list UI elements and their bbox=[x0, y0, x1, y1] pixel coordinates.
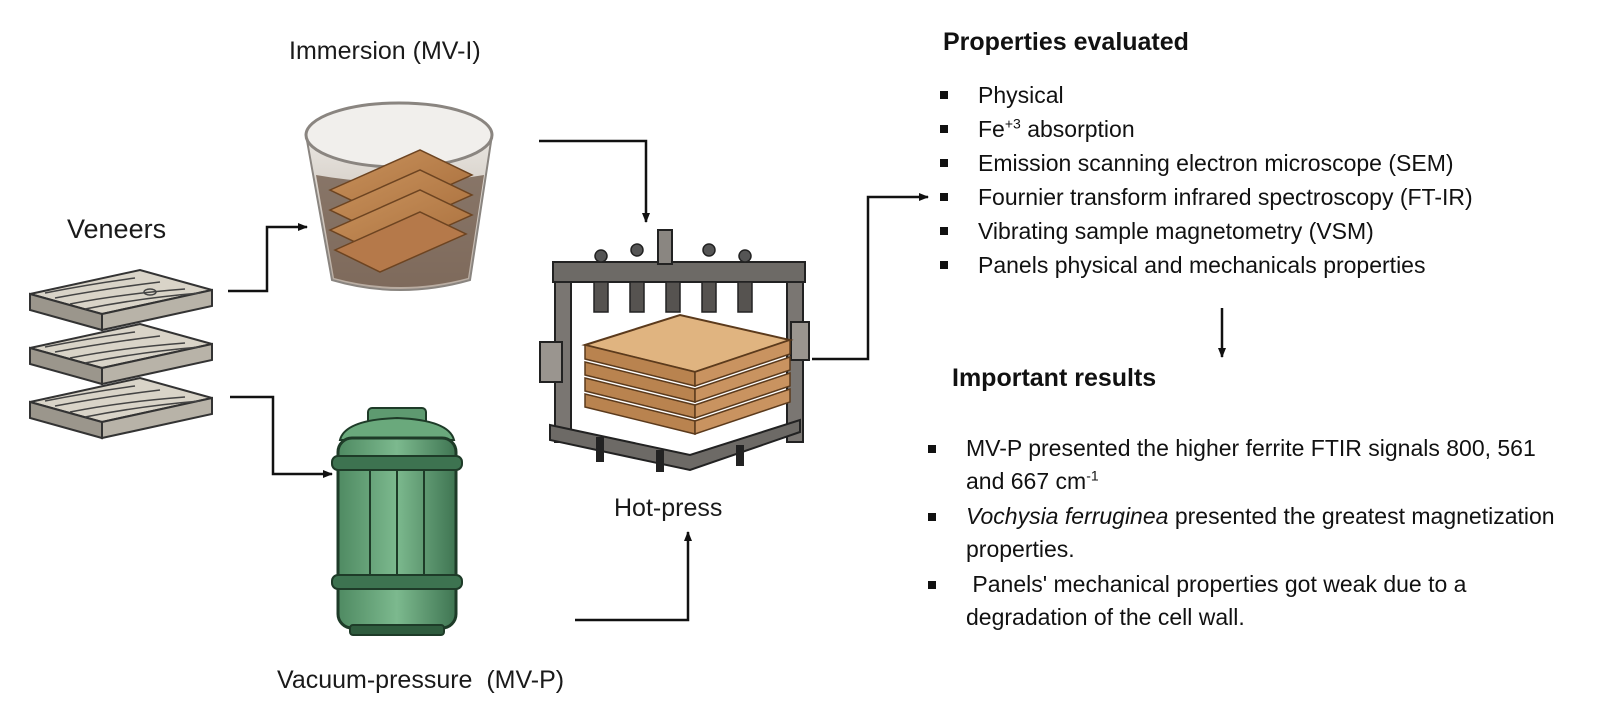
result-item: Panels' mechanical properties got weak d… bbox=[928, 568, 1566, 634]
veneer-sheet bbox=[29, 376, 213, 440]
vacuum-pressure-label: Vacuum-pressure (MV-P) bbox=[277, 666, 565, 694]
result-superscript: -1 bbox=[1086, 467, 1099, 484]
press-screws bbox=[593, 243, 753, 313]
result-item: MV-P presented the higher ferrite FTIR s… bbox=[928, 432, 1566, 498]
property-item: Panels physical and mechanicals properti… bbox=[940, 248, 1473, 282]
property-item-fe-absorption: Fe+3 absorption bbox=[940, 112, 1473, 146]
fe-rest: absorption bbox=[1020, 116, 1135, 142]
result-item: Vochysia ferruginea presented the greate… bbox=[928, 500, 1566, 566]
veneer-sheet bbox=[29, 268, 213, 332]
results-list: MV-P presented the higher ferrite FTIR s… bbox=[928, 432, 1566, 636]
arrow-immersion-to-hotpress bbox=[539, 139, 650, 223]
immersion-label: Immersion (MV-I) bbox=[289, 37, 481, 65]
property-item: Vibrating sample magnetometry (VSM) bbox=[940, 214, 1473, 248]
arrow-vacuum-to-hotpress bbox=[575, 531, 692, 622]
veneers-illustration bbox=[29, 268, 213, 440]
veneers-label: Veneers bbox=[67, 214, 167, 244]
fe-base: Fe bbox=[978, 116, 1005, 142]
properties-heading: Properties evaluated bbox=[943, 28, 1189, 56]
result-text: presented the greatest magnetization pro… bbox=[966, 503, 1561, 562]
immersed-veneers bbox=[328, 149, 474, 273]
veneer-sheet bbox=[29, 322, 213, 386]
arrow-veneers-to-immersion bbox=[228, 223, 308, 293]
hot-press-illustration bbox=[539, 229, 810, 472]
property-item: Emission scanning electron microscope (S… bbox=[940, 146, 1473, 180]
pressed-panel-stack bbox=[581, 313, 794, 436]
result-text: MV-P presented the higher ferrite FTIR s… bbox=[966, 435, 1536, 494]
properties-list: Physical Fe+3 absorption Emission scanni… bbox=[940, 78, 1473, 282]
arrow-veneers-to-vacuum bbox=[230, 395, 333, 478]
vacuum-tank-illustration bbox=[331, 407, 463, 636]
results-heading: Important results bbox=[952, 364, 1157, 392]
species-name: Vochysia ferruginea bbox=[966, 503, 1169, 529]
immersion-bowl-illustration bbox=[304, 101, 494, 291]
hot-press-label: Hot-press bbox=[614, 494, 723, 522]
arrow-hotpress-to-properties bbox=[812, 193, 929, 361]
result-text: Panels' mechanical properties got weak d… bbox=[966, 571, 1473, 630]
property-item: Fournier transform infrared spectroscopy… bbox=[940, 180, 1473, 214]
fe-superscript: +3 bbox=[1004, 115, 1021, 132]
property-item: Physical bbox=[940, 78, 1473, 112]
